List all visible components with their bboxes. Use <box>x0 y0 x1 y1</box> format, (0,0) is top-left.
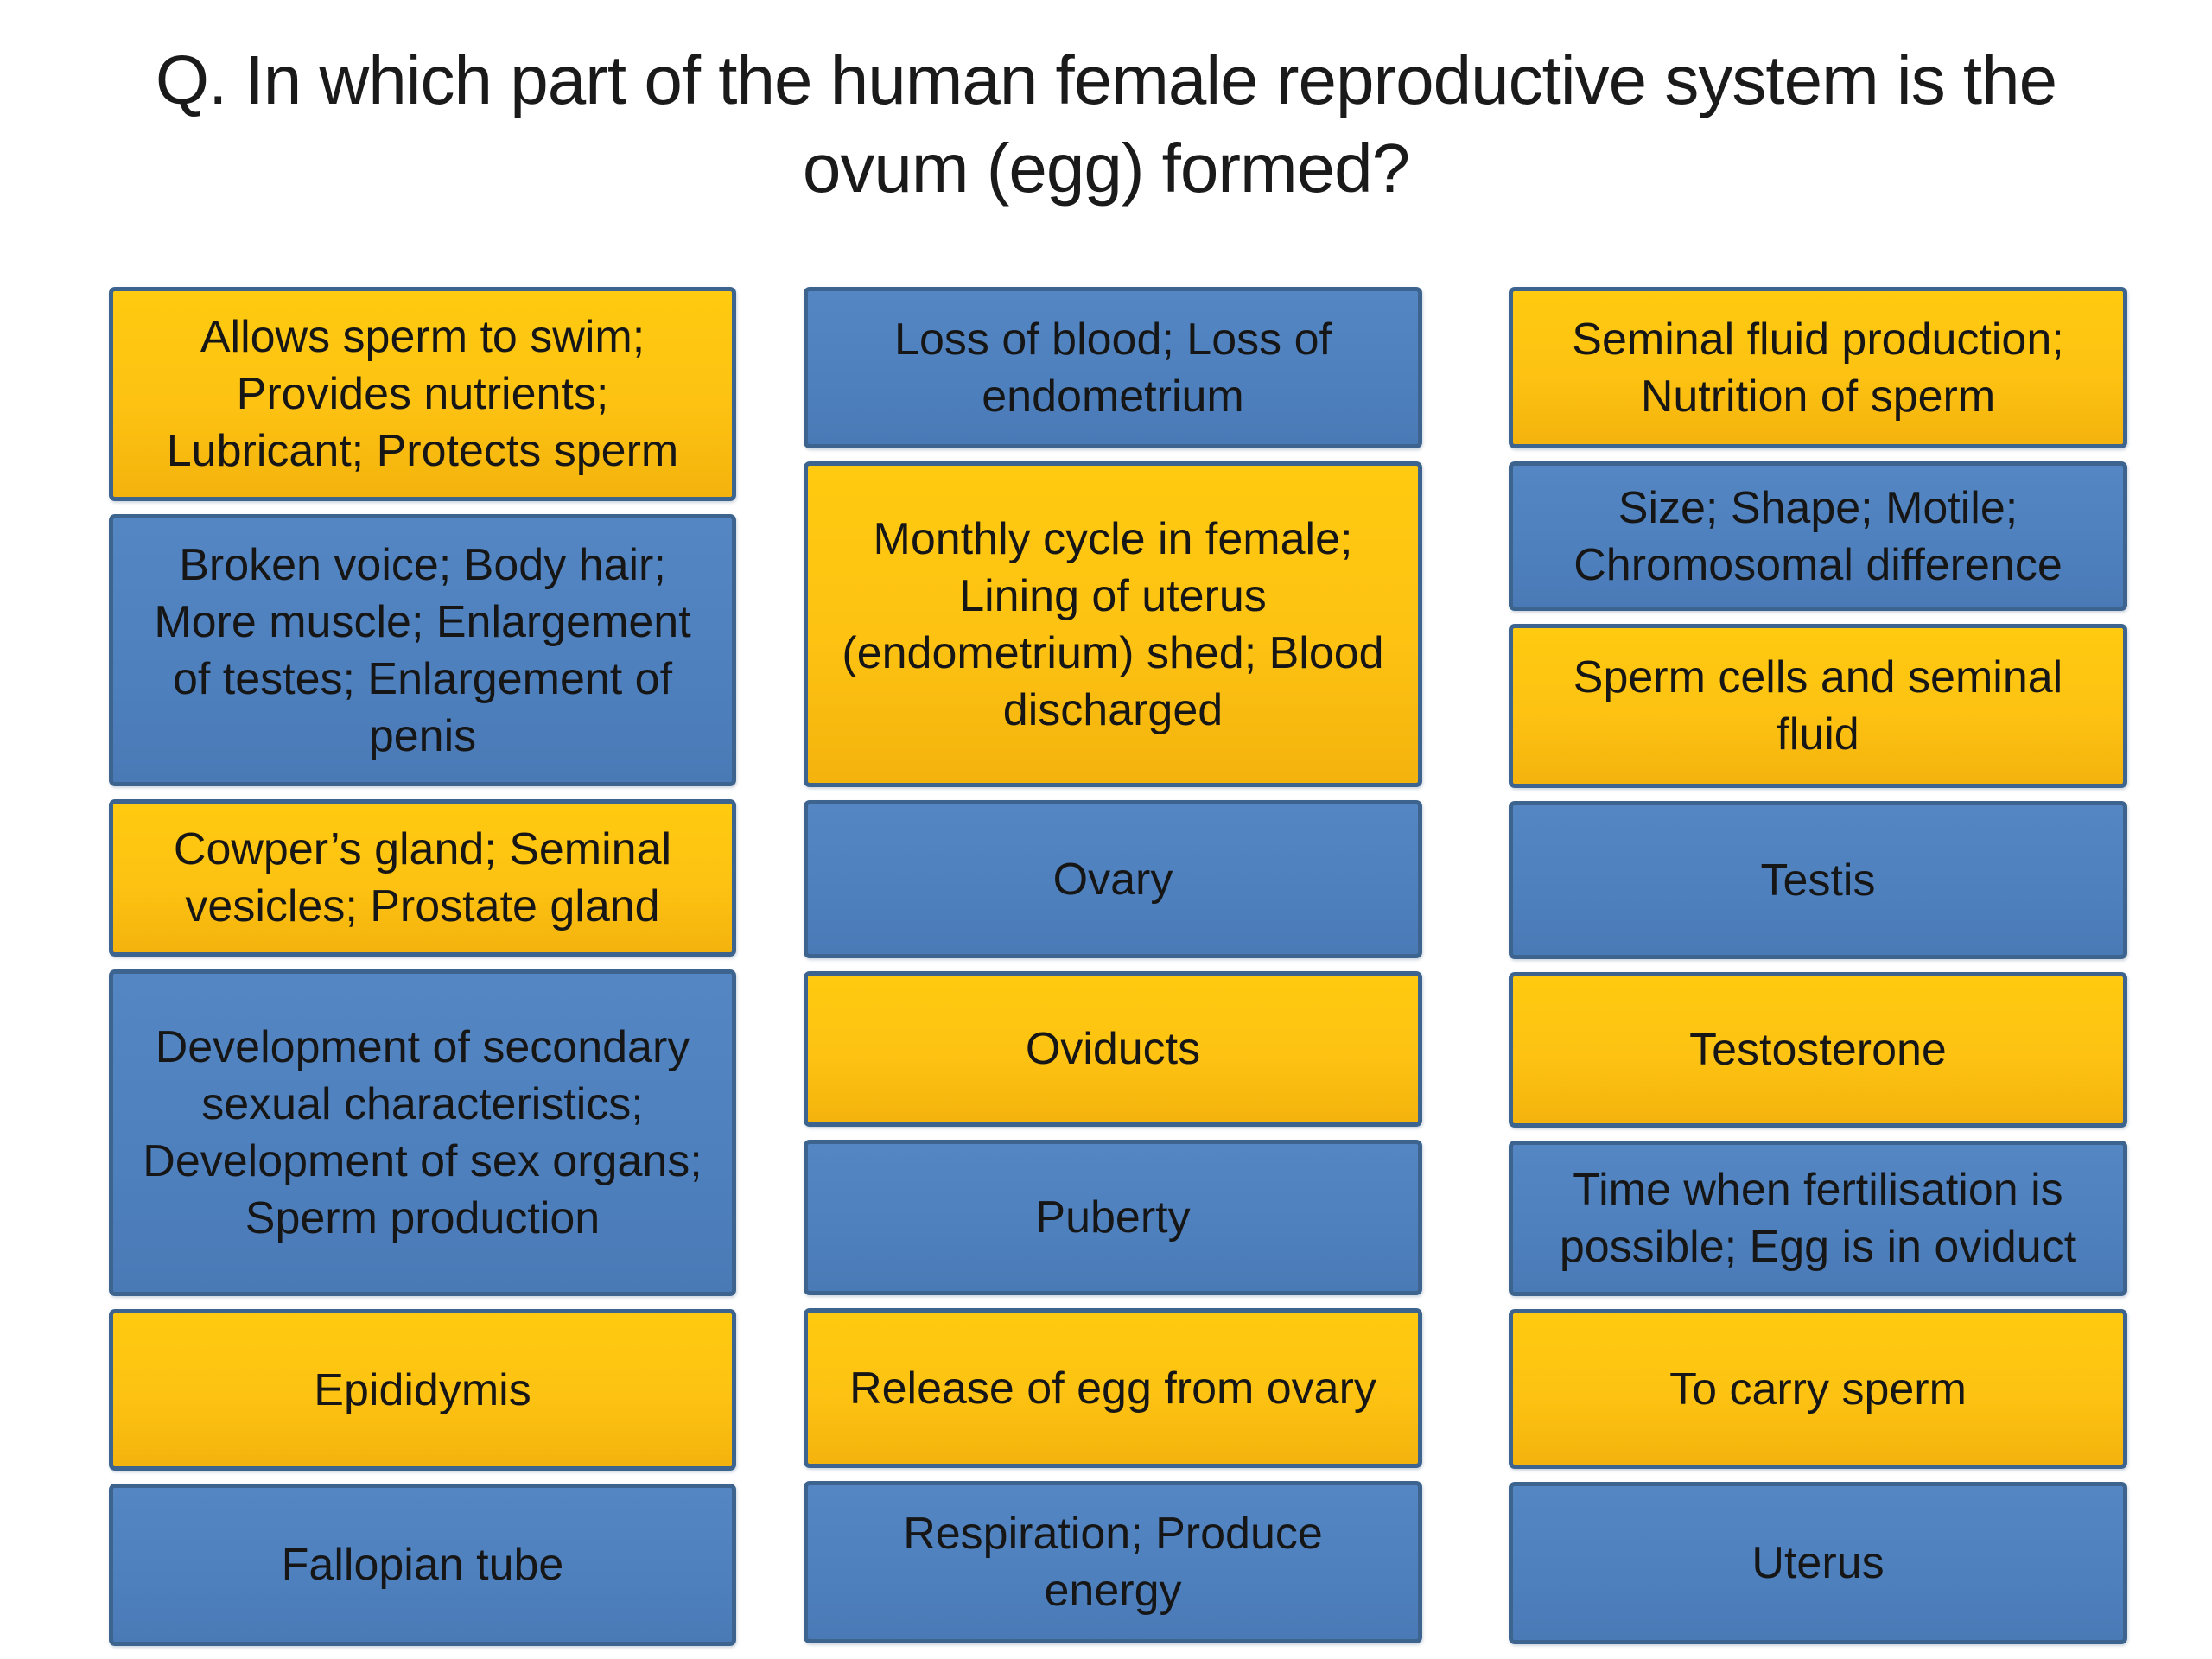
answer-box: Fallopian tube <box>109 1484 736 1646</box>
answer-box-text: Size; Shape; Motile; Chromosomal differe… <box>1573 482 2063 590</box>
answer-column-left: Allows sperm to swim; Provides nutrients… <box>109 287 736 1646</box>
answer-box-text: Epididymis <box>314 1364 531 1415</box>
slide-title: Q. In which part of the human female rep… <box>0 36 2212 213</box>
answer-box: Testosterone <box>1509 972 2127 1128</box>
answer-box-text: Oviducts <box>1025 1024 1201 1074</box>
answer-box-text: Seminal fluid production; Nutrition of s… <box>1572 314 2064 422</box>
answer-box-text: Cowper’s gland; Seminal vesicles; Prosta… <box>173 824 672 931</box>
answer-box: Cowper’s gland; Seminal vesicles; Prosta… <box>109 799 736 957</box>
answer-box-text: Testosterone <box>1689 1025 1947 1075</box>
answer-box-text: Time when fertilisation is possible; Egg… <box>1559 1165 2077 1272</box>
answer-box: Allows sperm to swim; Provides nutrients… <box>109 287 736 501</box>
answer-box: Oviducts <box>804 971 1422 1127</box>
answer-column-right: Seminal fluid production; Nutrition of s… <box>1509 287 2127 1644</box>
slide-title-line1: Q. In which part of the human female rep… <box>155 41 2057 118</box>
answer-box-text: Allows sperm to swim; Provides nutrients… <box>166 312 679 476</box>
answer-box-text: Ovary <box>1052 854 1173 905</box>
answer-box: To carry sperm <box>1509 1309 2127 1469</box>
answer-box: Epididymis <box>109 1309 736 1471</box>
answer-box: Development of secondary sexual characte… <box>109 969 736 1296</box>
answer-box: Ovary <box>804 800 1422 958</box>
answer-box: Testis <box>1509 801 2127 959</box>
answer-box-text: Development of secondary sexual characte… <box>143 1022 702 1243</box>
answer-box: Size; Shape; Motile; Chromosomal differe… <box>1509 461 2127 611</box>
answer-box-text: Respiration; Produce energy <box>903 1509 1323 1616</box>
answer-box-text: Monthly cycle in female; Lining of uteru… <box>842 513 1384 735</box>
answer-box: Monthly cycle in female; Lining of uteru… <box>804 461 1422 787</box>
answer-box-text: Fallopian tube <box>281 1540 564 1590</box>
answer-box-text: To carry sperm <box>1669 1363 1967 1414</box>
answer-box-text: Testis <box>1760 855 1876 906</box>
answer-box: Broken voice; Body hair; More muscle; En… <box>109 514 736 786</box>
answer-box: Uterus <box>1509 1482 2127 1644</box>
answer-box: Time when fertilisation is possible; Egg… <box>1509 1141 2127 1296</box>
answer-box: Loss of blood; Loss of endometrium <box>804 287 1422 448</box>
answer-box-text: Loss of blood; Loss of endometrium <box>894 314 1332 422</box>
answer-box-text: Broken voice; Body hair; More muscle; En… <box>154 539 691 761</box>
answer-box: Release of egg from ovary <box>804 1308 1422 1468</box>
answer-box: Seminal fluid production; Nutrition of s… <box>1509 287 2127 448</box>
answer-box-text: Uterus <box>1751 1538 1885 1588</box>
answer-box-text: Release of egg from ovary <box>849 1363 1376 1414</box>
answer-box: Sperm cells and seminal fluid <box>1509 624 2127 788</box>
answer-box-text: Puberty <box>1035 1192 1191 1243</box>
slide-title-line2: ovum (egg) formed? <box>802 130 1410 207</box>
answer-box: Respiration; Produce energy <box>804 1481 1422 1643</box>
answer-box: Puberty <box>804 1140 1422 1295</box>
answer-box-text: Sperm cells and seminal fluid <box>1573 652 2063 760</box>
